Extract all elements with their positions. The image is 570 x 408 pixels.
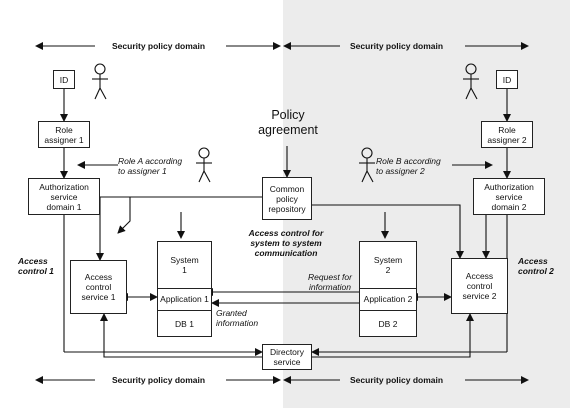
- authorization-service-domain-1: Authorization service domain 1: [28, 178, 100, 215]
- arrow-dir-to-acs1: [100, 313, 262, 358]
- person-icon-right-top: [463, 63, 479, 100]
- system-1: System 1 Application 1 DB 1: [157, 241, 212, 337]
- domain-label-bottom-left: Security policy domain: [112, 375, 206, 385]
- domain-label-bottom-right: Security policy domain: [350, 375, 444, 385]
- arrow-auth1-to-acs1: [100, 196, 131, 234]
- application-1: Application 1: [158, 288, 211, 311]
- common-policy-repository: Common policy repository: [262, 177, 312, 220]
- role-assigner-1: Role assigner 1: [38, 121, 90, 148]
- id-box-left: ID: [53, 70, 75, 89]
- role-assigner-2-label: Role assigner 2: [487, 124, 527, 145]
- granted-label: Granted information: [216, 308, 259, 328]
- db-2: DB 2: [378, 318, 398, 329]
- system-1-title: System 1: [158, 242, 211, 289]
- request-label: Request for information: [308, 272, 352, 292]
- directory-label: Directory service: [269, 347, 304, 367]
- directory-service: Directory service: [262, 344, 312, 370]
- access-control-2-label: Access control 2: [518, 256, 554, 276]
- system-2-title: System 2: [360, 242, 416, 289]
- authorization-1-label: Authorization service domain 1: [39, 181, 89, 212]
- acs1-label: Access control service 1: [81, 272, 116, 302]
- id-label-left: ID: [59, 74, 69, 85]
- role-a-note: Role A according to assigner 1: [118, 156, 183, 176]
- role-assigner-2: Role assigner 2: [481, 121, 533, 148]
- domain-label-top-left: Security policy domain: [112, 41, 206, 51]
- access-control-service-2: Access control service 2: [451, 258, 508, 314]
- application-2: Application 2: [360, 288, 416, 311]
- person-icon-left-top: [92, 63, 108, 100]
- policy-agreement-label: Policy agreement: [258, 108, 318, 137]
- repository-label: Common policy repository: [268, 183, 306, 214]
- person-icon-right-mid: [359, 147, 375, 183]
- authorization-2-label: Authorization service domain 2: [484, 181, 534, 212]
- authorization-service-domain-2: Authorization service domain 2: [473, 178, 545, 215]
- arrow-repo-to-acs2: [312, 204, 464, 259]
- person-icon-left-mid: [196, 147, 212, 183]
- s2s-access-control-label: Access control for system to system comm…: [248, 228, 324, 258]
- role-assigner-1-label: Role assigner 1: [44, 124, 84, 145]
- id-box-right: ID: [496, 70, 518, 89]
- access-control-service-1: Access control service 1: [70, 260, 127, 314]
- db-1: DB 1: [175, 318, 194, 329]
- domain-label-top-right: Security policy domain: [350, 41, 444, 51]
- access-control-1-label: Access control 1: [18, 256, 54, 276]
- system-2: System 2 Application 2 DB 2: [359, 241, 417, 337]
- id-label-right: ID: [502, 74, 512, 85]
- acs2-label: Access control service 2: [462, 271, 497, 301]
- arrow-dir-to-acs2: [312, 313, 474, 358]
- role-b-note: Role B according to assigner 2: [376, 156, 441, 176]
